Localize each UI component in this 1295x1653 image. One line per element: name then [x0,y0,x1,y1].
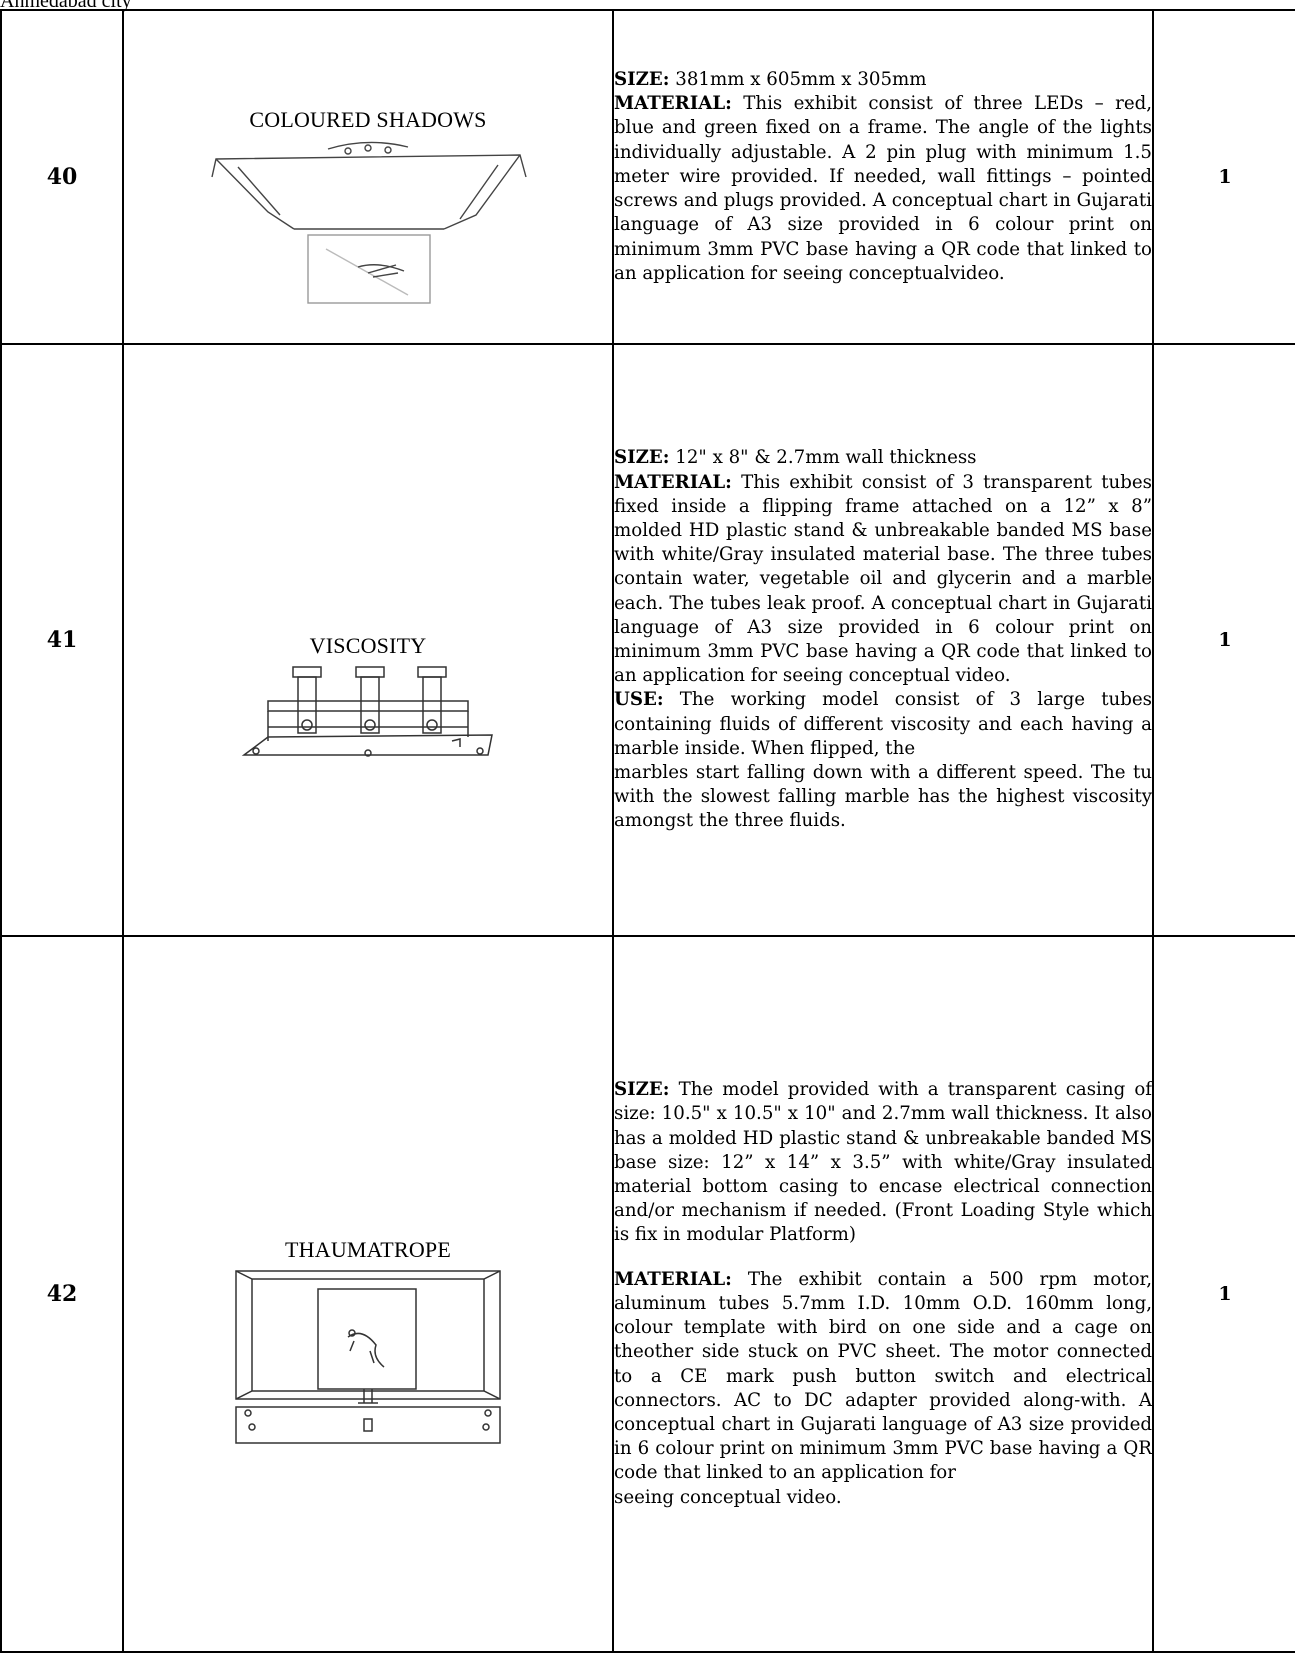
material-text: This exhibit consist of 3 transparent tu… [614,471,1152,687]
viscosity-illustration [241,666,493,757]
exhibit-spec-table: 40 COLOURED SHADOWS [0,9,1295,1653]
table-row-41: 41 VISCOSITY SIZE: 12" x [0,343,1295,937]
material-text: This exhibit consist of three LEDs – red… [614,93,1152,284]
serial-number: 40 [0,9,124,345]
exhibit-description: SIZE: The model provided with a transpar… [612,935,1154,1653]
use-label: USE: [614,689,664,711]
size-label: SIZE: [614,69,670,91]
exhibit-title: THAUMATROPE [285,1237,451,1262]
use-text: The working model consist of 3 large tub… [614,689,1152,759]
exhibit-image-cell: THAUMATROPE [122,935,614,1653]
material-label: MATERIAL: [614,93,732,115]
paragraph-gap [614,1248,1152,1268]
exhibit-description: SIZE: 381mm x 605mm x 305mm MATERIAL: Th… [612,9,1154,345]
page-header-caption: Ahmedabad city [0,0,132,12]
use-text-continued: marbles start falling down with a differ… [614,762,1152,832]
exhibit-image-cell: VISCOSITY [122,343,614,937]
size-label: SIZE: [614,1079,670,1101]
serial-number: 42 [0,935,124,1653]
table-row-42: 42 THAUMATROPE [0,935,1295,1653]
material-label: MATERIAL: [614,1268,732,1290]
thaumatrope-illustration [235,1270,501,1444]
size-label: SIZE: [614,447,670,469]
size-text: The model provided with a transparent ca… [614,1079,1152,1246]
size-text: 12" x 8" & 2.7mm wall thickness [669,447,977,469]
coloured-shadows-illustration [211,141,527,304]
exhibit-title: VISCOSITY [309,633,427,658]
quantity: 1 [1152,9,1295,345]
serial-number: 41 [0,343,124,937]
exhibit-image-cell: COLOURED SHADOWS [122,9,614,345]
material-label: MATERIAL: [614,471,732,493]
quantity: 1 [1152,935,1295,1653]
material-text: The exhibit contain a 500 rpm motor, alu… [614,1268,1152,1484]
exhibit-description: SIZE: 12" x 8" & 2.7mm wall thickness MA… [612,343,1154,937]
table-row-40: 40 COLOURED SHADOWS [0,9,1295,345]
size-text: 381mm x 605mm x 305mm [669,69,927,91]
quantity: 1 [1152,343,1295,937]
exhibit-title: COLOURED SHADOWS [249,107,487,132]
material-text-continued: seeing conceptual video. [614,1486,842,1508]
